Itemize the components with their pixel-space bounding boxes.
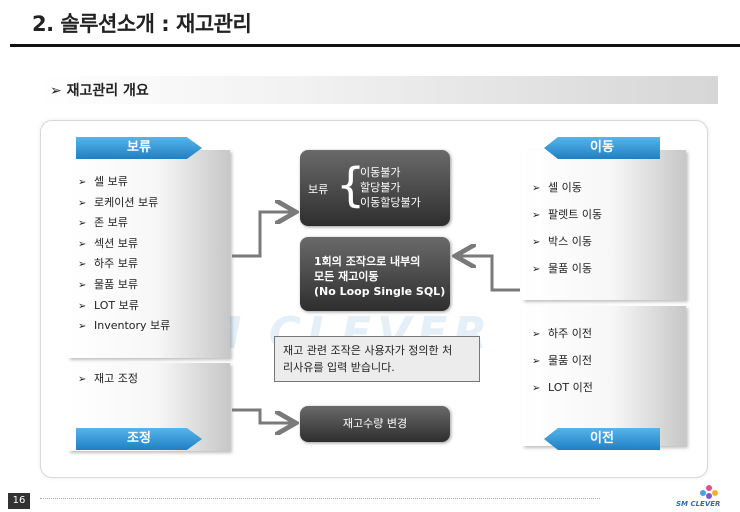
- list-item: ➢로케이션 보류: [78, 193, 230, 214]
- arrow-bullet-icon: ➢: [78, 218, 87, 230]
- list-item: ➢Inventory 보류: [78, 316, 230, 337]
- list-item: ➢LOT 보류: [78, 296, 230, 317]
- list-item: ➢하주 보류: [78, 254, 230, 275]
- list-item: ➢물품 보류: [78, 275, 230, 296]
- arrow-bullet-icon: ➢: [532, 383, 541, 394]
- logo-flower-icon: [700, 485, 718, 499]
- arrow-bullet-icon: ➢: [532, 356, 541, 367]
- page-number: 16: [8, 493, 30, 509]
- arrow-bullet-icon: ➢: [78, 177, 87, 188]
- arrow-bullet-icon: ➢: [532, 183, 541, 194]
- list-item: ➢LOT 이전: [532, 374, 686, 401]
- hold-ribbon: 보류: [76, 137, 202, 159]
- arrow-bullet-icon: ➢: [78, 259, 87, 271]
- arrow-bullet-icon: ➢: [78, 321, 87, 333]
- hold-types-box: ➢셀 보류 ➢로케이션 보류 ➢존 보류 ➢섹션 보류 ➢하주 보류 ➢물품 보…: [68, 150, 230, 358]
- title-underline: [10, 44, 740, 47]
- arrow-bullet-icon: ➢: [78, 238, 87, 250]
- arrow-bullet-icon: ➢: [78, 300, 87, 312]
- list-item: ➢셀 보류: [78, 172, 230, 193]
- move-to-operation-arrow: [458, 256, 520, 292]
- list-item: ➢섹션 보류: [78, 234, 230, 255]
- list-item: ➢하주 이전: [532, 320, 686, 347]
- arrow-bullet-icon: ➢: [532, 329, 541, 340]
- adjust-to-change-arrow: [232, 408, 293, 423]
- arrow-bullet-icon: ➢: [532, 237, 541, 248]
- list-item: ➢셀 이동: [532, 174, 686, 201]
- list-item: ➢재고 조정: [78, 369, 230, 390]
- list-item: ➢존 보류: [78, 213, 230, 234]
- arrow-bullet-icon: ➢: [50, 83, 67, 99]
- list-item: ➢물품 이동: [532, 255, 686, 282]
- move-ribbon: 이동: [544, 137, 660, 159]
- hold-types-list: ➢셀 보류 ➢로케이션 보류 ➢존 보류 ➢섹션 보류 ➢하주 보류 ➢물품 보…: [68, 150, 230, 337]
- hold-to-effect-arrow: [232, 212, 293, 258]
- arrow-bullet-icon: ➢: [78, 374, 87, 385]
- hold-effect-box: 보류 { 이동불가 할당불가 이동할당불가: [300, 150, 450, 226]
- hold-effect-label: 보류: [308, 183, 329, 196]
- arrow-bullet-icon: ➢: [78, 197, 87, 209]
- quantity-change-box: 재고수량 변경: [300, 406, 450, 442]
- page-title: 2. 솔루션소개 : 재고관리: [32, 12, 252, 36]
- adjust-ribbon: 조정: [76, 428, 202, 450]
- single-operation-box: 1회의 조작으로 내부의 모든 재고이동 (No Loop Single SQL…: [300, 237, 450, 311]
- transfer-ribbon: 이전: [544, 428, 660, 450]
- move-types-list: ➢셀 이동 ➢팔렛트 이동 ➢박스 이동 ➢물품 이동: [522, 150, 686, 282]
- hold-effect-items: 이동불가 할당불가 이동할당불가: [360, 166, 421, 209]
- section-title: 재고관리 개요: [66, 83, 149, 99]
- section-header-bar: [36, 76, 718, 104]
- reason-note: 재고 관련 조작은 사용자가 정의한 처 리사유를 입력 받습니다.: [274, 336, 480, 382]
- adjust-list: ➢재고 조정: [68, 363, 230, 390]
- transfer-types-box: ➢하주 이전 ➢물품 이전 ➢LOT 이전: [522, 306, 686, 446]
- single-operation-text: 1회의 조작으로 내부의 모든 재고이동 (No Loop Single SQL…: [314, 255, 446, 298]
- arrow-bullet-icon: ➢: [78, 279, 87, 291]
- arrow-bullet-icon: ➢: [532, 210, 541, 221]
- list-item: ➢물품 이전: [532, 347, 686, 374]
- move-types-box: ➢셀 이동 ➢팔렛트 이동 ➢박스 이동 ➢물품 이동: [522, 150, 686, 300]
- footer-divider: [40, 498, 600, 499]
- arrow-bullet-icon: ➢: [532, 264, 541, 275]
- curly-brace-icon: {: [336, 158, 366, 212]
- company-logo-text: SM CLEVER: [676, 500, 721, 508]
- section-header: ➢ 재고관리 개요: [50, 80, 149, 100]
- transfer-types-list: ➢하주 이전 ➢물품 이전 ➢LOT 이전: [522, 306, 686, 401]
- list-item: ➢박스 이동: [532, 228, 686, 255]
- list-item: ➢팔렛트 이동: [532, 201, 686, 228]
